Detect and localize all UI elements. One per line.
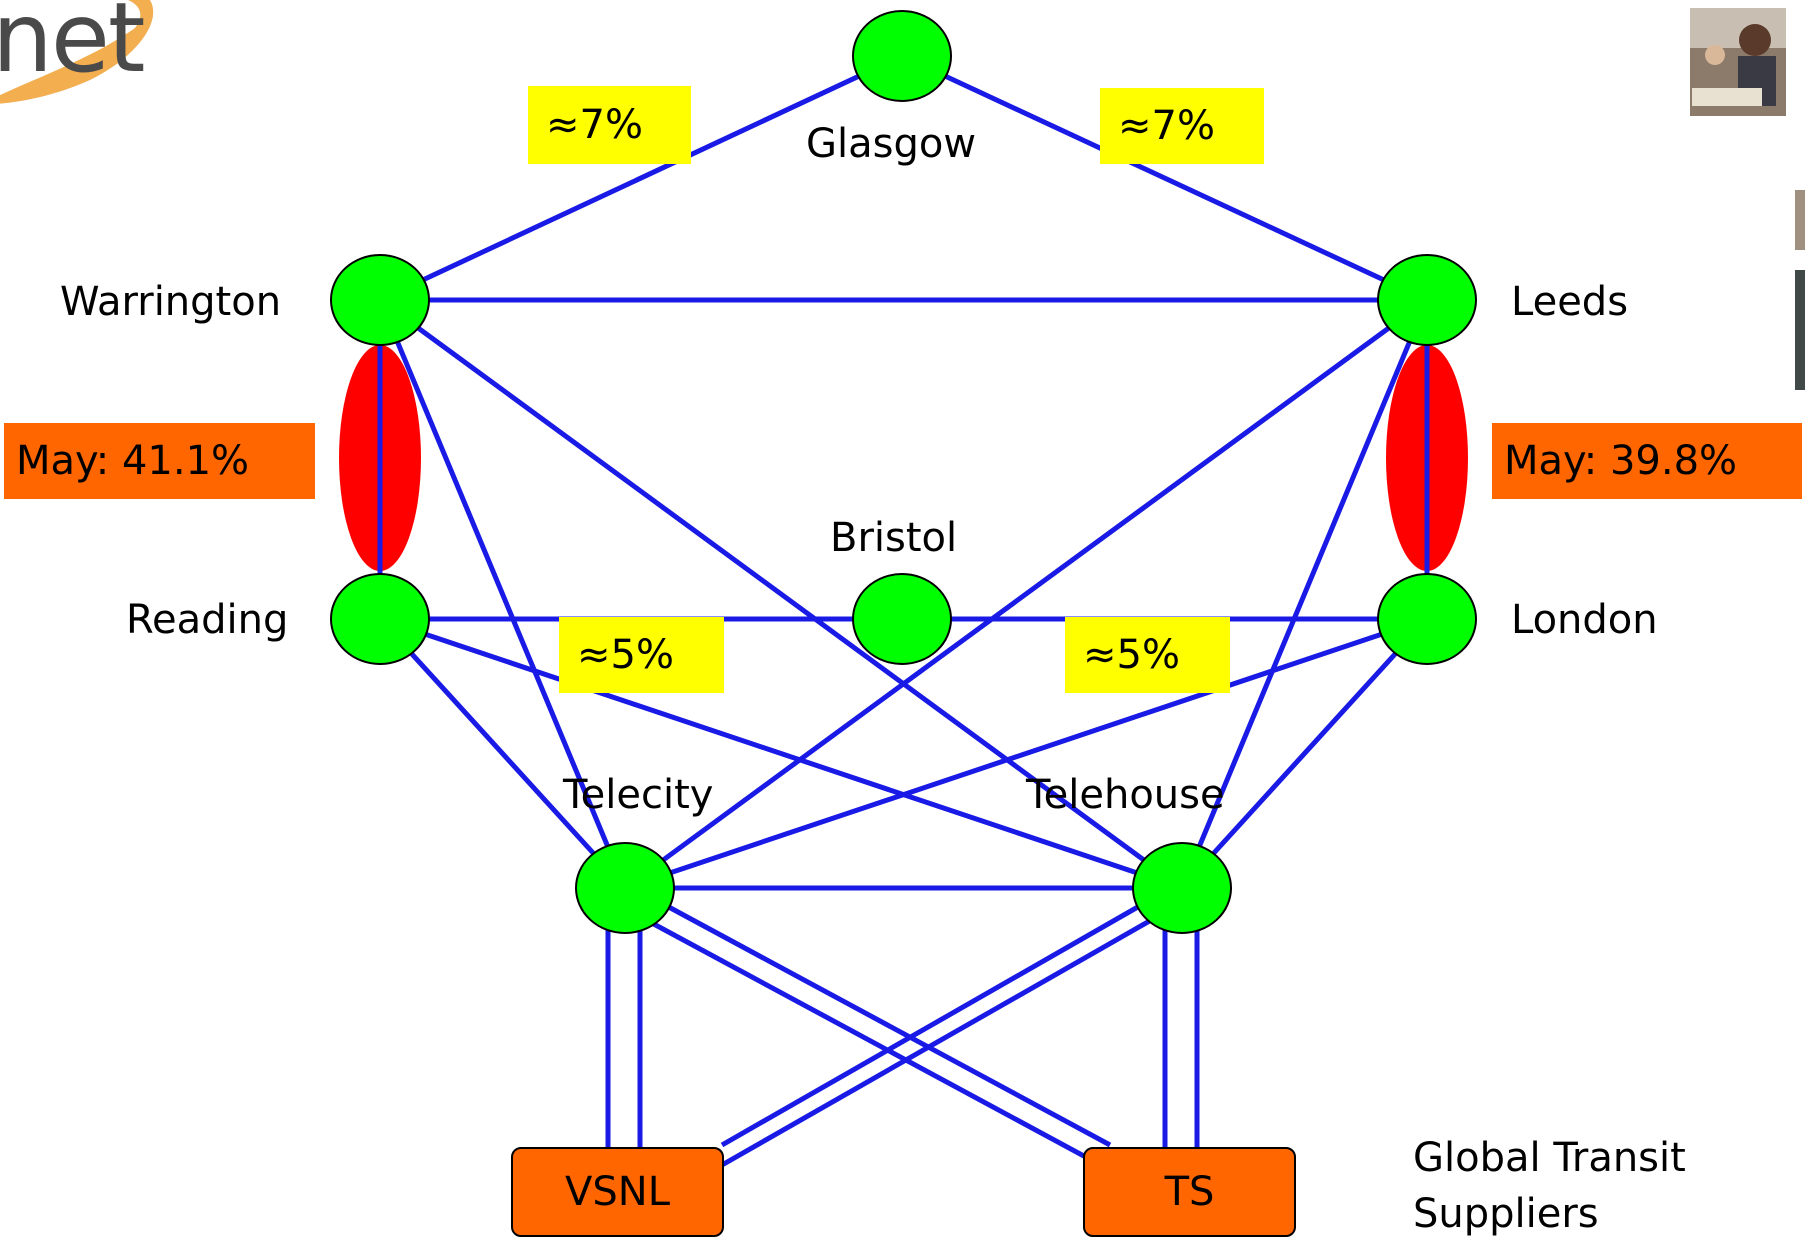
link-leeds-telehouse: [1179, 299, 1430, 889]
label-leeds: Leeds: [1511, 279, 1629, 325]
nodes: [330, 10, 1477, 934]
classroom-photo: [1690, 8, 1786, 116]
link-reading-telehouse: [379, 616, 1183, 891]
node-glasgow: [852, 10, 952, 102]
label-telehouse: Telehouse: [1026, 772, 1225, 818]
photo-strip-1: [1795, 190, 1805, 250]
links: [377, 53, 1430, 1168]
label-london: London: [1511, 597, 1658, 643]
logo-swoosh: [0, 0, 154, 104]
node-warrington: [330, 254, 430, 346]
suppliers-caption-line2: Suppliers: [1413, 1191, 1599, 1237]
supplier-vsnl: VSNL: [511, 1147, 724, 1237]
link-telecity-ts-b: [648, 919, 1097, 1165]
logo: net: [0, 0, 146, 94]
label-telecity: Telecity: [563, 772, 714, 818]
util-bristol-london: ≈5%: [1065, 617, 1230, 693]
link-telehouse-vsnl-a: [720, 912, 1162, 1168]
node-reading: [330, 573, 430, 665]
link-telehouse-vsnl-b: [720, 897, 1152, 1148]
label-warrington: Warrington: [60, 279, 282, 325]
util-glasgow-leeds: ≈7%: [1100, 88, 1264, 164]
node-london: [1377, 573, 1477, 665]
supplier-ts: TS: [1083, 1147, 1296, 1237]
link-warrington-telecity: [377, 299, 628, 889]
link-london-telehouse: [1180, 617, 1429, 890]
label-reading: Reading: [126, 597, 289, 643]
link-leeds-telecity: [623, 297, 1429, 891]
alert-leeds-london: May: 39.8%: [1492, 423, 1802, 499]
link-london-telecity: [624, 616, 1428, 891]
node-telehouse: [1132, 842, 1232, 934]
alert-warrington-reading: May: 41.1%: [4, 423, 315, 499]
label-glasgow: Glasgow: [806, 121, 977, 167]
suppliers-caption-line1: Global Transit: [1413, 1135, 1686, 1181]
node-telecity: [575, 842, 675, 934]
photo-strip-2: [1795, 270, 1805, 390]
node-bristol: [852, 573, 952, 665]
link-glasgow-warrington: [378, 53, 904, 303]
link-glasgow-leeds: [900, 53, 1429, 303]
link-reading-telecity: [378, 617, 627, 890]
util-glasgow-warrington: ≈7%: [528, 86, 691, 164]
link-telecity-ts-a: [663, 902, 1112, 1148]
node-leeds: [1377, 254, 1477, 346]
link-warrington-telehouse: [378, 297, 1184, 891]
label-bristol: Bristol: [830, 515, 958, 561]
util-reading-bristol: ≈5%: [559, 617, 724, 693]
